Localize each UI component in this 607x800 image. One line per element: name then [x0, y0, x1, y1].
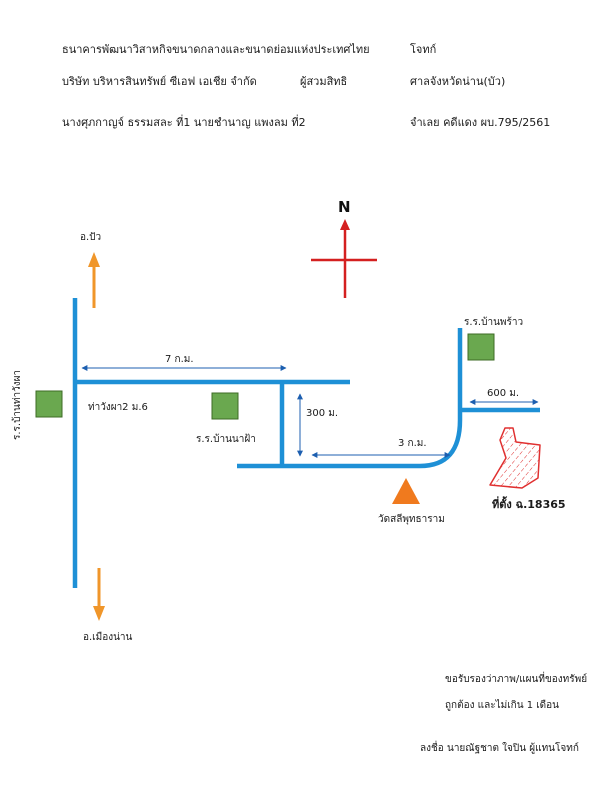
north-compass-icon: N — [311, 198, 377, 298]
dimension-300m-label: 300 ม. — [306, 408, 338, 419]
transferee-name: บริษัท บริหารสินทรัพย์ ซีเอฟ เอเชีย จำกั… — [62, 75, 257, 88]
north-arrow-head — [340, 219, 350, 230]
case-number: จำเลย คดีแดง ผบ.795/2561 — [410, 116, 551, 129]
temple-label: วัดสลีพุทธาราม — [378, 513, 445, 525]
village-tha-wang-pha-label: ท่าวังผา2 ม.6 — [88, 402, 148, 413]
dimension-3km-label: 3 ก.ม. — [398, 438, 427, 449]
dimension-7km-label: 7 ก.ม. — [165, 354, 194, 365]
school-phrao-icon — [467, 333, 495, 361]
to-mueang-nan-arrow-icon — [93, 568, 105, 621]
creditor-bank-name: ธนาคารพัฒนาวิสาหกิจขนาดกลางและขนาดย่อมแห… — [62, 43, 370, 56]
school-wang-pha-icon — [35, 390, 63, 418]
school-phrao-label: ร.ร.บ้านพร้าว — [464, 316, 523, 328]
temple-icon — [392, 478, 420, 504]
north-label: N — [338, 198, 351, 216]
site-parcel-icon — [489, 427, 541, 489]
school-na-fa-icon — [211, 392, 239, 420]
signature-line: ลงชื่อ นายณัฐชาต ใจปิน ผู้แทนโจทก์ — [420, 743, 579, 754]
court-name: ศาลจังหวัดน่าน(บัว) — [410, 75, 506, 88]
site-label: ที่ตั้ง ฉ.18365 — [492, 496, 566, 511]
certify-line-2: ถูกต้อง และไม่เกิน 1 เดือน — [445, 700, 560, 711]
plaintiff-role: โจทก์ — [410, 43, 437, 56]
transferee-role: ผู้สวมสิทธิ — [300, 75, 348, 88]
certify-line-1: ขอรับรองว่าภาพ/แผนที่ของทรัพย์ — [445, 674, 588, 685]
to-pua-arrow-icon — [88, 252, 100, 308]
dimension-600m-label: 600 ม. — [487, 388, 519, 399]
road-to-phrao — [237, 328, 463, 469]
school-wang-pha-label: ร.ร.บ้านท่าวังผา — [11, 370, 23, 440]
defendants-names: นางศุภกาญจ์ ธรรมสละ ที่1 นายชำนาญ แพงลม … — [62, 116, 306, 129]
to-pua-label: อ.ปัว — [80, 232, 101, 243]
school-na-fa-label: ร.ร.บ้านนาฝ้า — [196, 433, 256, 445]
to-mueang-nan-label: อ.เมืองน่าน — [83, 631, 133, 643]
